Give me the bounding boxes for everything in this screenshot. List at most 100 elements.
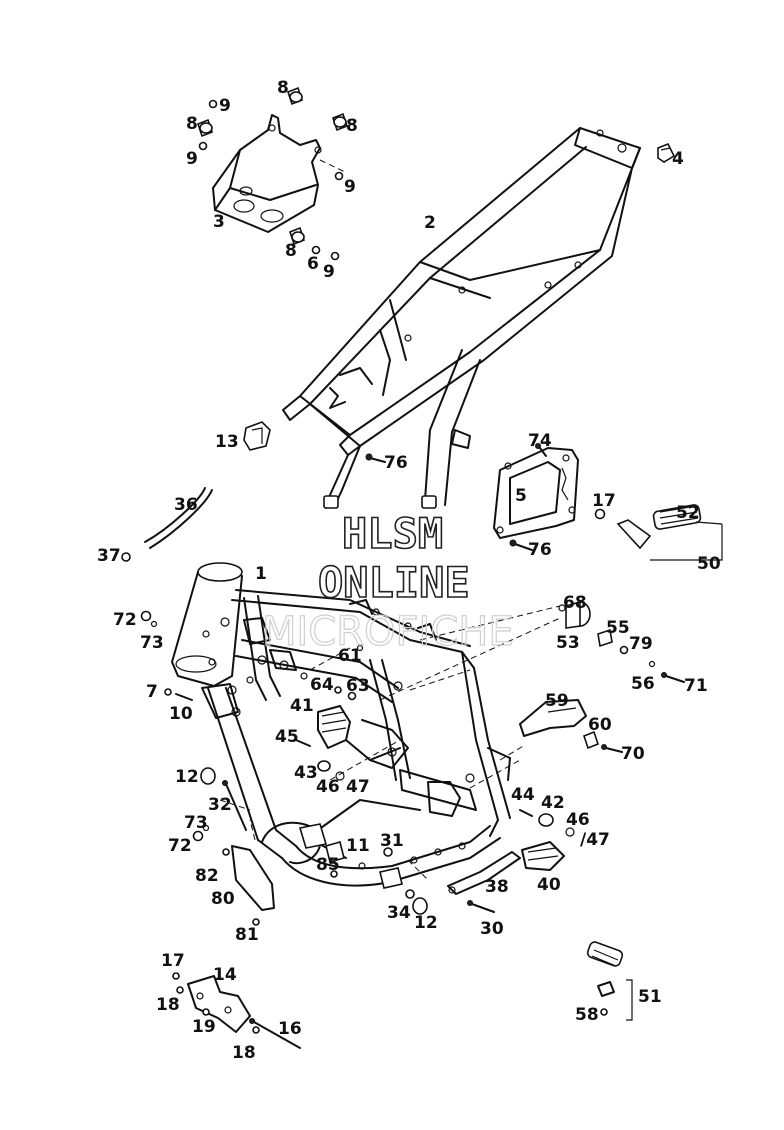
- label-30: 30: [480, 919, 504, 939]
- bushing-part-11: [325, 841, 393, 878]
- label-41: 41: [290, 696, 314, 716]
- watermark: HLSM ONLINE MICROFICHE: [261, 508, 514, 655]
- clamp-part-37: [121, 552, 131, 562]
- label-74: 74: [528, 431, 552, 451]
- label-79: 79: [629, 634, 653, 654]
- label-61: 61: [338, 646, 362, 666]
- watermark-line-2: ONLINE: [318, 558, 470, 607]
- bushing-parts-8: [197, 86, 348, 246]
- shift-lever-part-38: [447, 851, 521, 895]
- label-5: 5: [515, 486, 527, 506]
- label-36: 36: [174, 495, 198, 515]
- bolt-part-74: [535, 443, 547, 457]
- label-13: 13: [215, 432, 239, 452]
- bracket-plate-part-3: [212, 114, 322, 233]
- label-12: 12: [414, 913, 438, 933]
- nut-parts-9: [198, 99, 344, 261]
- label-76: 76: [384, 453, 408, 473]
- hose-part-36: [144, 487, 213, 549]
- label-47: 47: [346, 777, 370, 797]
- label-10: 10: [169, 704, 193, 724]
- watermark-line-1: HLSM: [342, 509, 443, 558]
- label-53: 53: [556, 633, 580, 653]
- nut-part-17a: [594, 508, 606, 520]
- bolt-part-30: [467, 900, 495, 913]
- label-42: 42: [541, 793, 565, 813]
- label-47: /47: [580, 830, 610, 850]
- label-56: 56: [631, 674, 655, 694]
- label-3: 3: [213, 212, 225, 232]
- bolt-parts-7-10: [164, 688, 193, 701]
- label-76: 76: [528, 540, 552, 560]
- label-73: 73: [140, 633, 164, 653]
- label-72: 72: [113, 610, 137, 630]
- label-19: 19: [192, 1017, 216, 1037]
- label-8: 8: [186, 114, 198, 134]
- footpeg-part-40: [521, 841, 565, 871]
- bolt-part-76a: [365, 453, 386, 463]
- label-80: 80: [211, 889, 235, 909]
- label-8: 8: [277, 78, 289, 98]
- label-51: 51: [638, 987, 662, 1007]
- label-81: 81: [235, 925, 259, 945]
- label-72: 72: [168, 836, 192, 856]
- label-18: 18: [156, 995, 180, 1015]
- label-9: 9: [219, 96, 231, 116]
- label-60: 60: [588, 715, 612, 735]
- label-71: 71: [684, 676, 708, 696]
- brake-pedal-part-41: [317, 705, 401, 761]
- bushing-parts-53-55: [558, 600, 685, 683]
- label-70: 70: [621, 744, 645, 764]
- label-40: 40: [537, 875, 561, 895]
- label-68: 68: [563, 593, 587, 613]
- label-8: 8: [285, 241, 297, 261]
- label-11: 11: [346, 836, 370, 856]
- label-46: 46: [566, 810, 590, 830]
- label-7: 7: [146, 682, 158, 702]
- side-plate-part-5: [493, 447, 579, 539]
- rubber-cap-part-4: [657, 142, 676, 163]
- label-34: 34: [387, 903, 411, 923]
- bolt-part-76b: [509, 539, 533, 551]
- label-18: 18: [232, 1043, 256, 1063]
- label-16: 16: [278, 1019, 302, 1039]
- label-82: 82: [195, 866, 219, 886]
- footpeg-part-51: [586, 941, 633, 1021]
- label-4: 4: [672, 149, 684, 169]
- label-44: 44: [511, 785, 535, 805]
- label-17: 17: [161, 951, 185, 971]
- label-2: 2: [424, 213, 436, 233]
- small-parts-61-63-64: [334, 644, 364, 701]
- label-58: 58: [575, 1005, 599, 1025]
- label-52: 52: [676, 503, 700, 523]
- label-85: 85: [316, 855, 340, 875]
- footpeg-assembly-part-50: [616, 504, 723, 561]
- label-59: 59: [545, 691, 569, 711]
- bolt-part-32: [222, 780, 247, 831]
- bracket-part-14: [172, 972, 301, 1049]
- watermark-line-3: MICROFICHE: [262, 609, 514, 655]
- label-8: 8: [346, 116, 358, 136]
- label-31: 31: [380, 831, 404, 851]
- label-38: 38: [485, 877, 509, 897]
- label-43: 43: [294, 763, 318, 783]
- label-37: 37: [97, 546, 121, 566]
- label-14: 14: [213, 965, 237, 985]
- guard-plate-part-80: [222, 845, 275, 926]
- leader-lines: [219, 605, 561, 881]
- label-64: 64: [310, 675, 334, 695]
- label-73: 73: [184, 813, 208, 833]
- nut-parts-72-73: [140, 610, 210, 842]
- label-9: 9: [344, 177, 356, 197]
- callout-labels: 8 9 8 8 9 9 3 8 6 9 2 4 13 76 74 5 17 52…: [97, 78, 721, 1063]
- pin-part-45: [295, 739, 311, 747]
- label-32: 32: [208, 795, 232, 815]
- label-45: 45: [275, 727, 299, 747]
- bushing-parts-34-12b: [405, 889, 428, 915]
- label-1: 1: [255, 564, 267, 584]
- bushing-part-12a: [200, 767, 216, 785]
- chain-guard-part-59: [519, 699, 623, 753]
- label-46: 46: [316, 777, 340, 797]
